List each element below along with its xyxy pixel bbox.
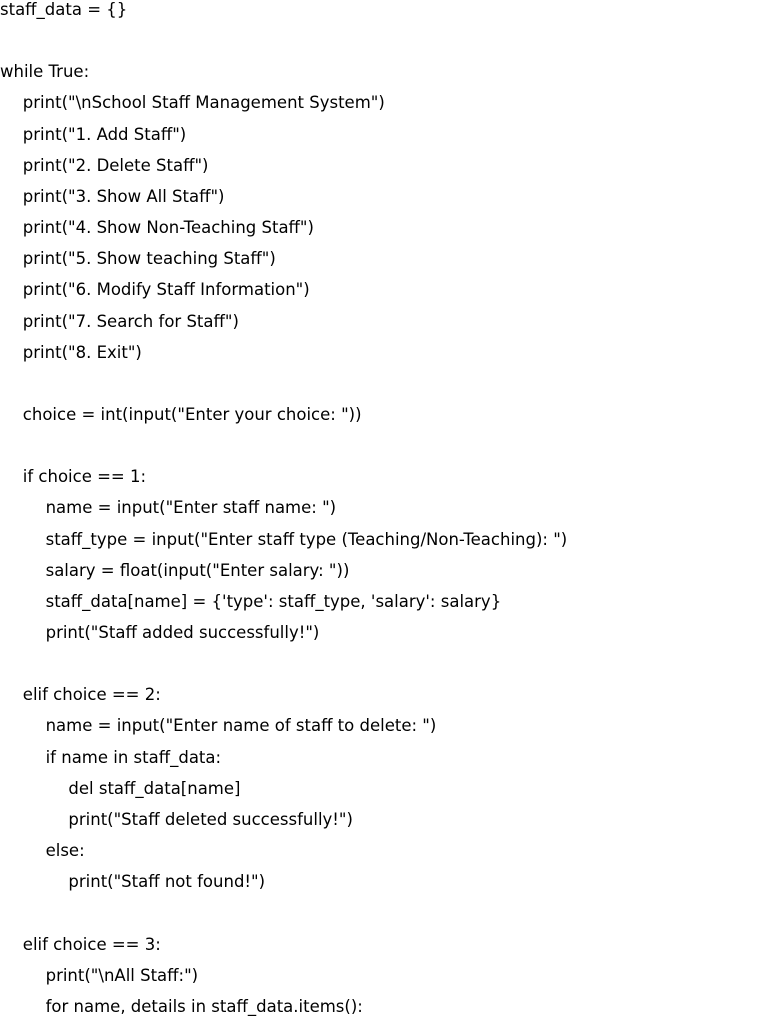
code-line: print("3. Show All Staff"): [22, 186, 225, 206]
code-line: print("6. Modify Staff Information"): [22, 280, 310, 300]
code-line: staff_data[name] = {'type': staff_type, …: [45, 591, 502, 611]
code-line: for name, details in staff_data.items():: [45, 996, 363, 1016]
code-line: print("\nAll Staff:"): [45, 965, 199, 985]
code-line: staff_data = {}: [0, 0, 128, 19]
code-line: else:: [45, 841, 85, 861]
code-line: print("4. Show Non-Teaching Staff"): [22, 218, 314, 238]
code-line: print("Staff not found!"): [68, 872, 266, 892]
code-line: print("Staff added successfully!"): [45, 623, 320, 642]
code-line: print("5. Show teaching Staff"): [22, 249, 276, 269]
code-line: if choice == 1:: [22, 467, 147, 487]
code-line: del staff_data[name]: [68, 778, 241, 798]
code-line: print("7. Search for Staff"): [22, 311, 239, 331]
code-line: choice = int(input("Enter your choice: "…: [22, 404, 362, 424]
code-line: print("1. Add Staff"): [22, 124, 187, 144]
code-line: print("2. Delete Staff"): [22, 155, 209, 175]
code-line: salary = float(input("Enter salary: ")): [45, 560, 350, 580]
code-line: print("8. Exit"): [22, 342, 142, 362]
code-line: while True:: [0, 62, 90, 82]
code-line: elif choice == 3:: [22, 934, 161, 954]
code-line: staff_type = input("Enter staff type (Te…: [45, 529, 568, 549]
code-line: if name in staff_data:: [45, 747, 222, 767]
code-line: elif choice == 2:: [22, 685, 161, 705]
code-line: print("\nSchool Staff Management System"…: [22, 93, 385, 113]
code-line: name = input("Enter name of staff to del…: [45, 716, 437, 736]
code-line: name = input("Enter staff name: "): [45, 498, 337, 518]
code-line: print("Staff deleted successfully!"): [68, 809, 353, 829]
